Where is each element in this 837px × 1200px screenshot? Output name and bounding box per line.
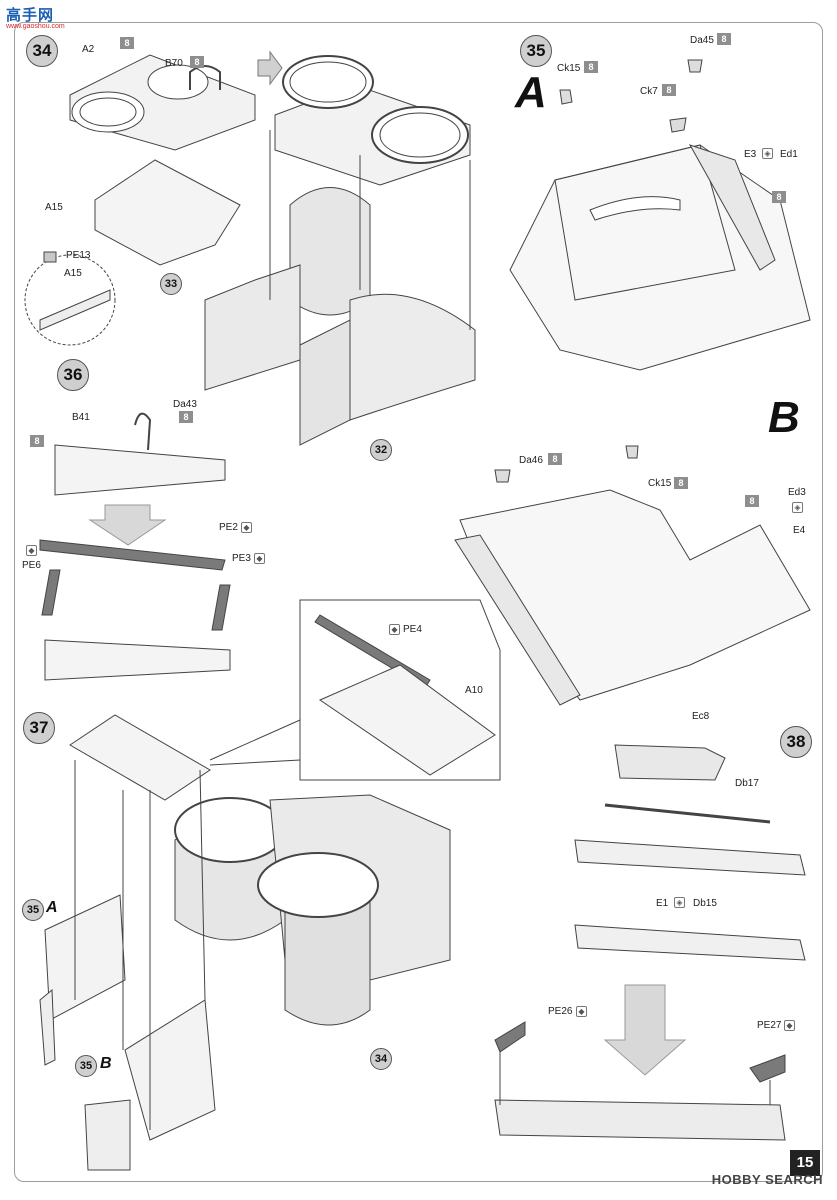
- page-number: 15: [790, 1150, 820, 1176]
- part-ec8-label: Ec8: [692, 711, 710, 722]
- paint-code-a2: 8: [120, 37, 134, 49]
- paint-code-da45: 8: [717, 33, 731, 45]
- part-e4-label: E4: [793, 525, 806, 536]
- part-da45-label: Da45: [690, 35, 714, 46]
- step-37-number: 37: [23, 712, 55, 744]
- paint-code-b70: 8: [190, 56, 204, 68]
- step34-hull-body: [204, 130, 476, 446]
- part-pe27-label: PE27: [757, 1020, 782, 1031]
- part-pe3-label: PE3: [232, 553, 251, 564]
- step35a-assembly: [509, 59, 811, 371]
- photo-etch-icon-pe3: ◆: [254, 553, 265, 564]
- pe2-strip: [39, 539, 226, 571]
- step-36-number: 36: [57, 359, 89, 391]
- ref-step-35b-number: 35: [75, 1055, 97, 1077]
- step34-detail-inset: [24, 254, 116, 346]
- part-e3-label: E3: [744, 149, 757, 160]
- part-da43-label: Da43: [173, 399, 197, 410]
- ref-step-35a-number: 35: [22, 899, 44, 921]
- part-a15-inset-label: A15: [64, 268, 82, 279]
- ref-step-33: 33: [160, 273, 182, 295]
- step36-b41-plate: [54, 444, 226, 496]
- page-frame: [14, 22, 823, 1182]
- watermark-brand: 高手网: [6, 7, 55, 24]
- part-ck7-label: Ck7: [640, 86, 658, 97]
- step36-arrow: [88, 504, 167, 546]
- da43-handle: [134, 412, 152, 451]
- step37-assembly: [39, 714, 451, 1171]
- part-a2-label: A2: [82, 44, 95, 55]
- part-ed1-label: Ed1: [780, 149, 798, 160]
- step36-detail-box: [299, 599, 501, 781]
- pe3-strip: [211, 584, 231, 631]
- hobby-search-watermark: HOBBY SEARCH: [711, 1172, 823, 1187]
- paint-code-b41: 8: [30, 435, 44, 447]
- part-b70-label: B70: [165, 58, 183, 69]
- part-ck15-b-label: Ck15: [648, 478, 672, 489]
- photo-etch-icon-pe4: ◆: [389, 624, 400, 635]
- pe6-strip: [41, 569, 61, 616]
- photo-etch-icon-pe26: ◆: [576, 1006, 587, 1017]
- variant-a-label: A: [515, 68, 547, 117]
- part-pe6-label: PE6: [22, 560, 41, 571]
- paint-code-da46: 8: [548, 453, 562, 465]
- paint-code-e3: 8: [772, 191, 786, 203]
- photo-etch-icon-pe6: ◆: [26, 545, 37, 556]
- part-pe4-label: PE4: [403, 624, 422, 635]
- ref-step-35b-variant: B: [100, 1055, 112, 1072]
- part-da46-label: Da46: [519, 455, 543, 466]
- ref-step-34: 34: [370, 1048, 392, 1070]
- ref-step-35a-variant: A: [46, 899, 58, 916]
- paint-code-ck7: 8: [662, 84, 676, 96]
- photo-etch-icon-pe27: ◆: [784, 1020, 795, 1031]
- photo-etch-icon-pe2: ◆: [241, 522, 252, 533]
- paint-code-da43: 8: [179, 411, 193, 423]
- part-db15-label: Db15: [693, 898, 717, 909]
- part-ed3-label: Ed3: [788, 487, 806, 498]
- step38-assembly: [494, 744, 806, 1141]
- clear-part-icon: ◈: [762, 148, 773, 159]
- step36-base-plate: [44, 639, 231, 681]
- step-34-number: 34: [26, 35, 58, 67]
- step35b-assembly: [454, 445, 811, 706]
- step34-assembled-top: [274, 55, 471, 186]
- step34-arrow: [257, 50, 283, 86]
- step-38-number: 38: [780, 726, 812, 758]
- pe13-part: [43, 251, 57, 263]
- clear-part-icon-b: ◈: [792, 502, 803, 513]
- part-pe13-label: PE13: [66, 250, 91, 261]
- part-ck15-a-label: Ck15: [557, 63, 581, 74]
- ref-step-32: 32: [370, 439, 392, 461]
- a10-plate: [318, 664, 496, 776]
- part-a15-label: A15: [45, 202, 63, 213]
- step-35-number: 35: [520, 35, 552, 67]
- part-e1-label: E1: [656, 898, 669, 909]
- part-pe26-label: PE26: [548, 1006, 573, 1017]
- clear-part-icon-e1: ◈: [674, 897, 685, 908]
- part-db17-label: Db17: [735, 778, 759, 789]
- paint-code-e4: 8: [745, 495, 759, 507]
- part-b41-label: B41: [72, 412, 90, 423]
- part-a10-label: A10: [465, 685, 483, 696]
- step34-a15-plate: [94, 159, 241, 266]
- watermark-url: www.gaoshou.com: [6, 23, 65, 30]
- variant-b-label: B: [768, 393, 800, 442]
- part-pe2-label: PE2: [219, 522, 238, 533]
- paint-code-ck15-b: 8: [674, 477, 688, 489]
- paint-code-ck15-a: 8: [584, 61, 598, 73]
- step34-a2-plate: [69, 54, 256, 151]
- site-watermark: 高手网 www.gaoshou.com: [6, 4, 78, 38]
